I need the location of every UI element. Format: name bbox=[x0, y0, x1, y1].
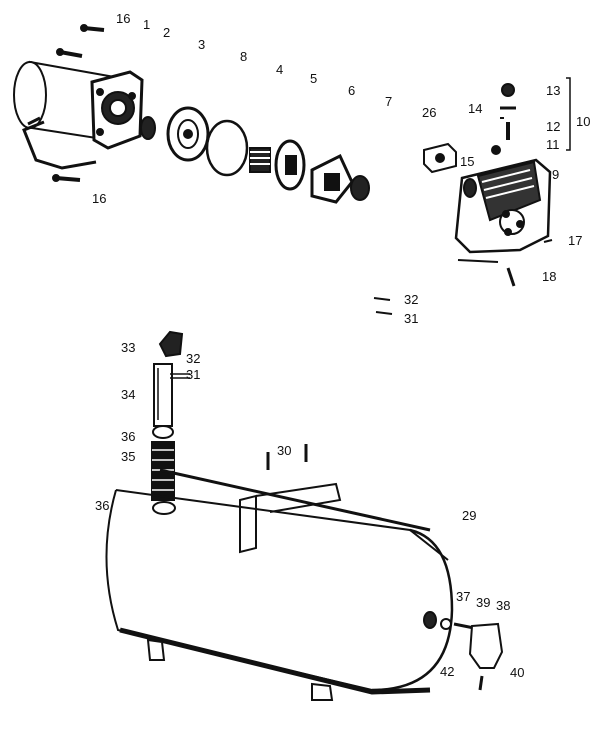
o-ring bbox=[205, 119, 249, 177]
callout-35: 35 bbox=[121, 449, 136, 464]
elbow-fitting bbox=[158, 330, 184, 358]
callout-32-right: 32 bbox=[404, 292, 419, 307]
coupling-top bbox=[152, 425, 174, 439]
screw-left bbox=[56, 48, 83, 58]
pump-body bbox=[454, 158, 552, 254]
small-part-31a bbox=[375, 311, 393, 315]
pressure-gauge-body bbox=[468, 622, 504, 669]
small-part-32b bbox=[170, 373, 190, 379]
callout-30: 30 bbox=[277, 443, 292, 458]
drain-fitting bbox=[506, 267, 516, 287]
callout-8: 8 bbox=[240, 49, 248, 64]
nozzle-ring bbox=[350, 175, 370, 201]
callout-36-top: 36 bbox=[121, 429, 136, 444]
mounting-bracket bbox=[239, 482, 342, 554]
callout-32-left: 32 bbox=[186, 351, 201, 366]
ejector-block bbox=[423, 142, 457, 174]
callout-18: 18 bbox=[542, 269, 557, 284]
callout-15: 15 bbox=[460, 154, 475, 169]
group-bracket bbox=[566, 77, 571, 151]
callout-38: 38 bbox=[496, 598, 511, 613]
callout-10: 10 bbox=[576, 114, 591, 129]
callout-40: 40 bbox=[510, 665, 525, 680]
callout-36-bottom: 36 bbox=[95, 498, 110, 513]
callout-29: 29 bbox=[462, 508, 477, 523]
tank-foot-right bbox=[311, 682, 334, 701]
callout-4: 4 bbox=[276, 62, 284, 77]
callout-42: 42 bbox=[440, 664, 455, 679]
nipple-pipe bbox=[153, 363, 173, 427]
tank-foot-left bbox=[146, 638, 166, 661]
callout-1: 1 bbox=[143, 17, 151, 32]
tank-fitting bbox=[423, 611, 437, 629]
callout-9: 9 bbox=[552, 167, 560, 182]
reducer bbox=[440, 618, 452, 630]
callout-37: 37 bbox=[456, 589, 471, 604]
callout-39: 39 bbox=[476, 595, 491, 610]
callout-13: 13 bbox=[546, 83, 561, 98]
coupling-bottom bbox=[152, 501, 176, 515]
screw-top bbox=[80, 24, 105, 32]
callout-33: 33 bbox=[121, 340, 136, 355]
screw-bottom bbox=[52, 174, 81, 182]
drain-valve bbox=[478, 675, 484, 691]
small-part-32a bbox=[373, 297, 391, 301]
callout-2: 2 bbox=[163, 25, 171, 40]
callout-16-bottom: 16 bbox=[92, 191, 107, 206]
callout-12: 12 bbox=[546, 119, 561, 134]
callout-5: 5 bbox=[310, 71, 318, 86]
callout-11: 11 bbox=[546, 137, 560, 152]
callout-34: 34 bbox=[121, 387, 136, 402]
callout-14: 14 bbox=[468, 101, 483, 116]
valve-stack bbox=[491, 83, 516, 155]
seal-plate bbox=[166, 106, 210, 162]
motor-assembly bbox=[13, 60, 144, 170]
diffuser bbox=[310, 153, 354, 204]
spring-seal bbox=[249, 147, 271, 173]
callout-7: 7 bbox=[385, 94, 393, 109]
tank bbox=[105, 468, 454, 695]
callout-31-right: 31 bbox=[404, 311, 419, 326]
callout-26: 26 bbox=[422, 105, 437, 120]
impeller bbox=[274, 139, 306, 191]
base-line bbox=[457, 259, 499, 263]
callout-31-left: 31 bbox=[186, 367, 201, 382]
callout-6-top: 6 bbox=[348, 83, 356, 98]
callout-3: 3 bbox=[198, 37, 206, 52]
plug-small bbox=[543, 239, 553, 243]
callout-16-top: 16 bbox=[116, 11, 131, 26]
short-nipple bbox=[453, 622, 475, 630]
shaft-seal bbox=[140, 116, 156, 140]
callout-17: 17 bbox=[568, 233, 583, 248]
